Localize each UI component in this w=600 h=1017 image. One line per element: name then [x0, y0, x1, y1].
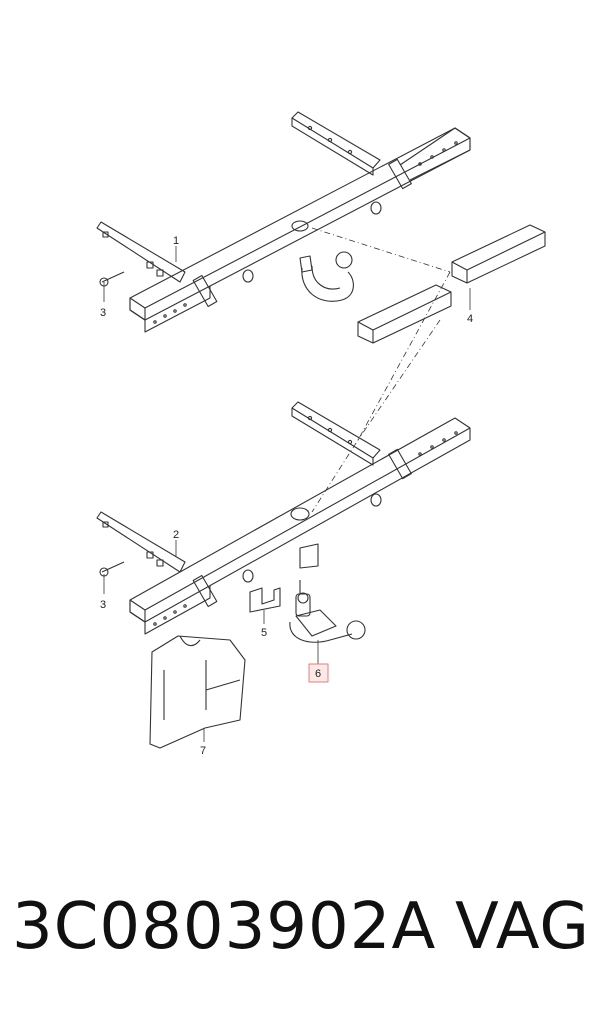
mounting-clip: [249, 587, 281, 613]
leader-lines: [311, 227, 451, 513]
callout-3-lower: 3: [100, 599, 106, 611]
exploded-parts-diagram: 1 2 3 3 4 5 6 7: [96, 111, 546, 757]
crossmember-upper: [96, 111, 471, 333]
crossmember-lower: [96, 401, 471, 635]
part-number: 3C0803902A: [12, 890, 437, 964]
callout-2: 2: [173, 529, 179, 541]
removable-ball-hook: [289, 580, 366, 643]
callout-6: 6: [315, 668, 321, 680]
callout-1: 1: [173, 235, 179, 247]
callout-lines: [103, 246, 471, 742]
callout-4: 4: [467, 313, 473, 325]
callout-7: 7: [200, 745, 206, 757]
callout-5: 5: [261, 627, 267, 639]
storage-holder: [149, 635, 246, 749]
brand-label: VAG: [455, 890, 590, 964]
trim-strips: [357, 224, 546, 344]
callout-6-highlight: [308, 663, 329, 683]
callout-3-upper: 3: [100, 307, 106, 319]
